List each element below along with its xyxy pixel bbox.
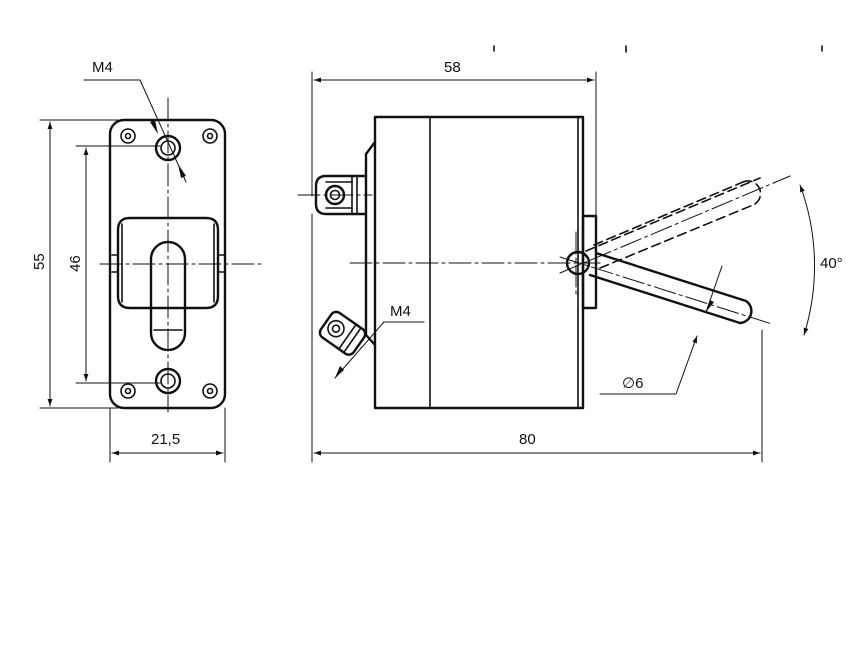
lever-pivot — [565, 250, 591, 276]
lever-slot — [149, 240, 187, 352]
dim-21-5: 21,5 — [109, 407, 226, 463]
dim-58-label: 58 — [444, 59, 461, 76]
upper-terminal — [297, 174, 373, 216]
lever — [559, 251, 773, 325]
front-view: M4 55 46 21,5 — [31, 59, 263, 463]
dim-46: 46 — [67, 145, 161, 384]
lever-housing — [116, 216, 220, 310]
dim-80-label: 80 — [519, 431, 536, 448]
dim-80: 80 — [311, 213, 763, 463]
dim-58: 58 — [311, 59, 597, 217]
side-m4-label: M4 — [390, 303, 411, 320]
dim-diameter-6: ∅6 — [599, 265, 723, 395]
dim-21-5-label: 21,5 — [151, 431, 180, 448]
corner-holes — [120, 128, 218, 399]
front-m4-callout: M4 — [83, 59, 187, 183]
angle-40-label: 40° — [820, 255, 843, 272]
side-m4-callout: M4 — [334, 303, 425, 379]
dim-46-label: 46 — [67, 255, 84, 272]
dim-diameter-6-label: ∅6 — [622, 375, 643, 392]
front-m4-label: M4 — [92, 59, 113, 76]
lever-alt-position — [559, 175, 791, 274]
angle-40: 40° — [799, 184, 843, 336]
dim-55-label: 55 — [31, 253, 48, 270]
side-view: M4 40° ∅6 — [297, 45, 843, 463]
dim-55: 55 — [31, 119, 119, 409]
lower-terminal — [318, 310, 367, 356]
